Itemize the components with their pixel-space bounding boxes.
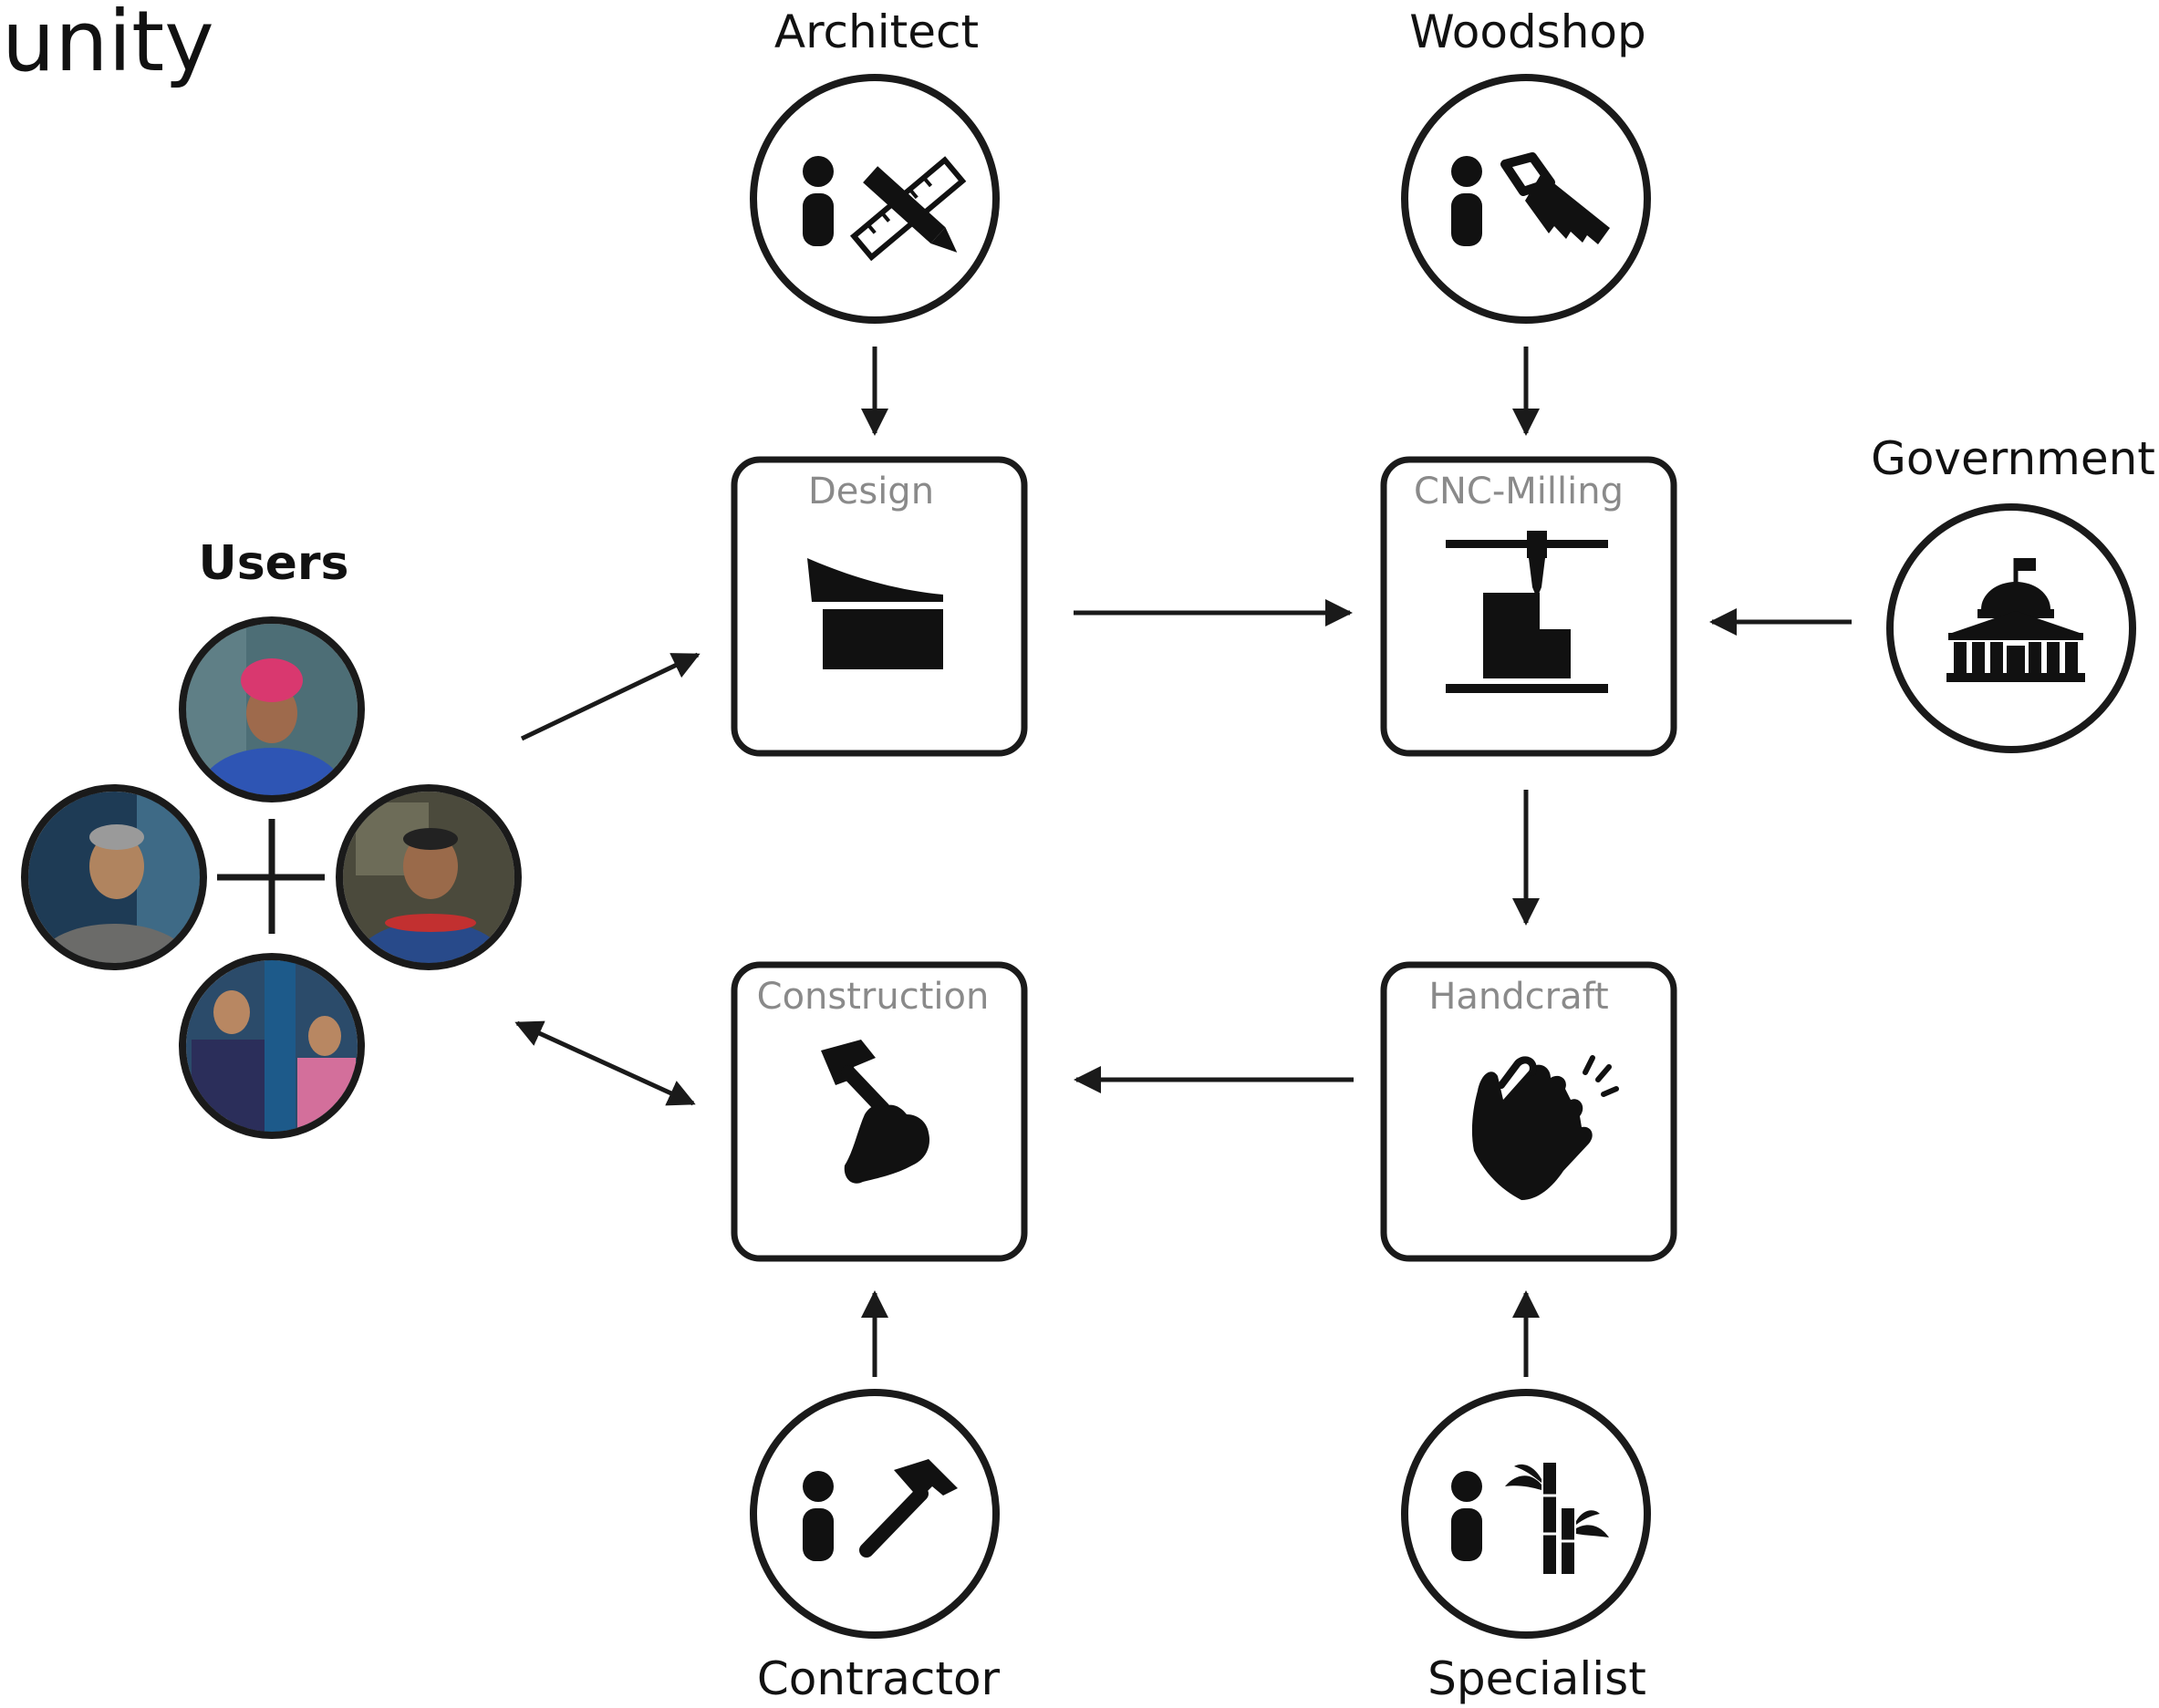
saw-icon [1500,152,1610,244]
handcraft-step [1380,961,1677,1262]
person-icon [1451,156,1482,246]
arrow-users-to-design [520,652,701,741]
clapping-hands-icon [1471,1055,1619,1200]
design-shape-icon [807,558,943,669]
handcraft-step-label: Handcraft [1428,976,1609,1018]
person-icon [803,156,834,246]
contractor-node [750,1389,1000,1639]
design-step [731,456,1028,757]
design-step-label: Design [807,471,935,512]
pencil-ruler-icon [849,156,967,262]
construction-step [731,961,1028,1262]
user-photo-1 [179,616,365,802]
cnc-machine-icon [1446,531,1608,693]
user-photo-2 [21,784,207,970]
user-photo-3 [336,784,522,970]
specialist-label: Specialist [1427,1652,1646,1705]
cnc-step [1380,456,1677,757]
hand-hammer-icon [821,1040,930,1184]
specialist-node [1401,1389,1651,1639]
users-cluster [21,616,522,1139]
hammer-icon [859,1459,958,1558]
person-icon [803,1471,834,1561]
arrow-users-construction-bidirectional [514,1020,696,1106]
architect-label: Architect [773,5,980,58]
government-node [1886,503,2136,753]
government-building-icon [1946,558,2085,682]
person-icon [1451,1471,1482,1561]
contractor-label: Contractor [756,1652,1001,1705]
woodshop-label: Woodshop [1409,5,1646,58]
bamboo-icon [1505,1463,1609,1574]
woodshop-node [1401,74,1651,324]
construction-step-label: Construction [756,976,990,1018]
user-photo-4 [179,953,365,1139]
architect-node [750,74,1000,324]
page-title-fragment: unity [2,0,214,90]
government-label: Government [1871,432,2155,485]
users-label: Users [198,536,349,591]
cnc-step-label: CNC-Milling [1414,471,1624,512]
